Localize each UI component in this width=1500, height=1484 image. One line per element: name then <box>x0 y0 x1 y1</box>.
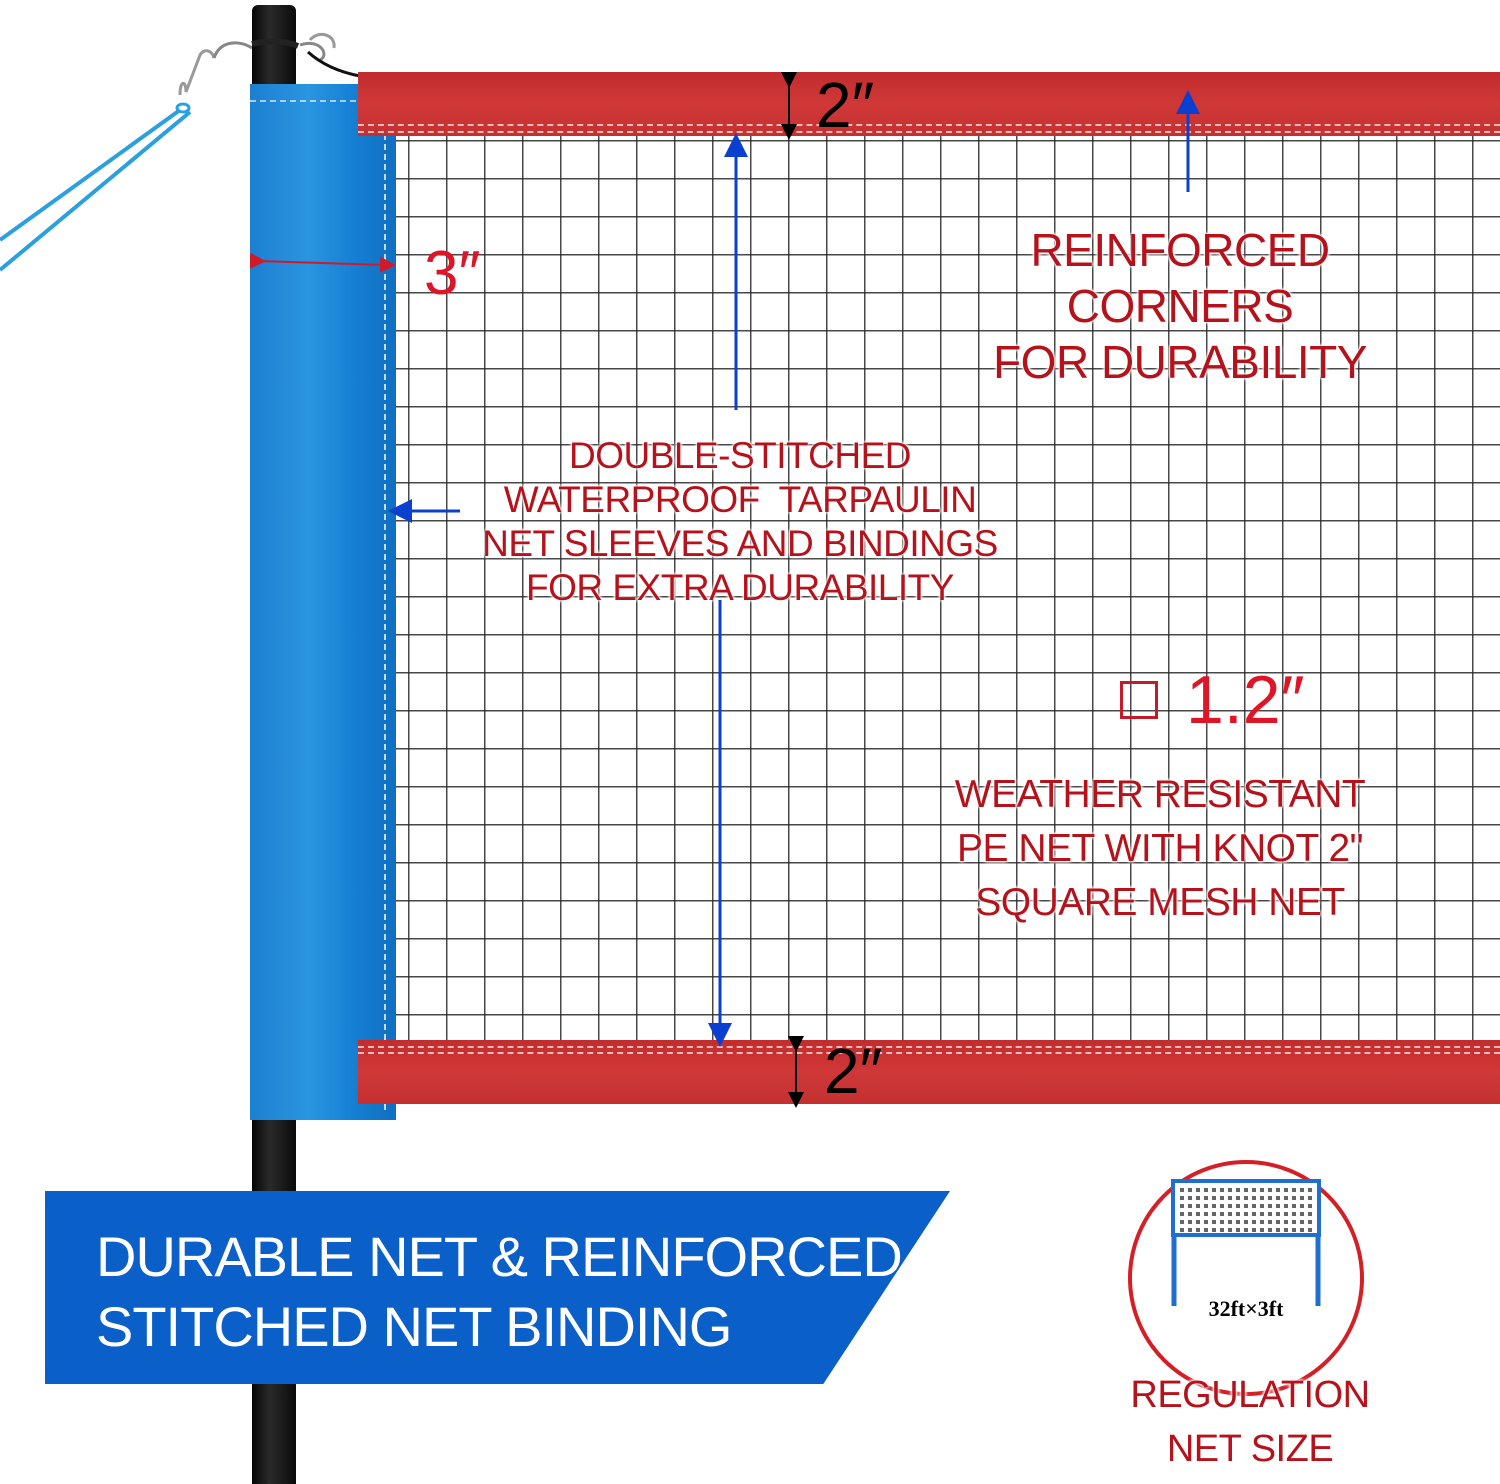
top-binding-band <box>358 72 1500 136</box>
label-line: WEATHER RESISTANT <box>954 773 1366 816</box>
tarpaulin-sleeves-label: DOUBLE-STITCHED WATERPROOF TARPAULIN NET… <box>470 434 1010 610</box>
label-line: NET SLEEVES AND BINDINGS <box>482 523 998 564</box>
regulation-net-size-label: REGULATION NET SIZE <box>1100 1368 1400 1476</box>
label-line: FOR EXTRA DURABILITY <box>526 567 954 608</box>
bottom-binding-band <box>358 1040 1500 1104</box>
net-diagram-icon <box>1171 1179 1321 1306</box>
label-line: DOUBLE-STITCHED <box>569 435 911 476</box>
feature-banner <box>45 1191 950 1384</box>
square-icon <box>1120 681 1158 719</box>
mesh-size-value: 1.2″ <box>1186 662 1305 738</box>
top-band-dimension: 2″ <box>816 69 875 141</box>
regulation-size-value: 32ft×3ft <box>1208 1296 1284 1321</box>
reinforced-corners-label: REINFORCED CORNERS FOR DURABILITY <box>920 222 1440 390</box>
double-arrow-icon <box>249 252 396 273</box>
dimension-arrows <box>249 72 1200 1108</box>
cord-tie-icon <box>251 32 361 78</box>
weather-resistant-label: WEATHER RESISTANT PE NET WITH KNOT 2" SQ… <box>930 768 1390 930</box>
label-line: SQUARE MESH NET <box>975 881 1345 924</box>
label-line: REGULATION <box>1130 1374 1370 1416</box>
guy-rope-icon <box>0 41 326 272</box>
mesh-net <box>396 136 1500 1040</box>
feature-banner-text: DURABLE NET & REINFORCED STITCHED NET BI… <box>96 1222 903 1362</box>
sleeve-width-dimension: 3″ <box>424 239 481 308</box>
mesh-size-label: 1.2″ <box>1120 660 1305 740</box>
label-line: REINFORCED CORNERS <box>1030 224 1330 332</box>
banner-line: DURABLE NET & REINFORCED <box>96 1225 903 1288</box>
label-line: NET SIZE <box>1166 1428 1334 1470</box>
label-line: PE NET WITH KNOT 2" <box>957 827 1363 870</box>
label-line: WATERPROOF TARPAULIN <box>503 479 977 520</box>
bottom-band-dimension: 2″ <box>824 1035 883 1107</box>
banner-line: STITCHED NET BINDING <box>96 1295 732 1358</box>
label-line: FOR DURABILITY <box>993 336 1367 388</box>
